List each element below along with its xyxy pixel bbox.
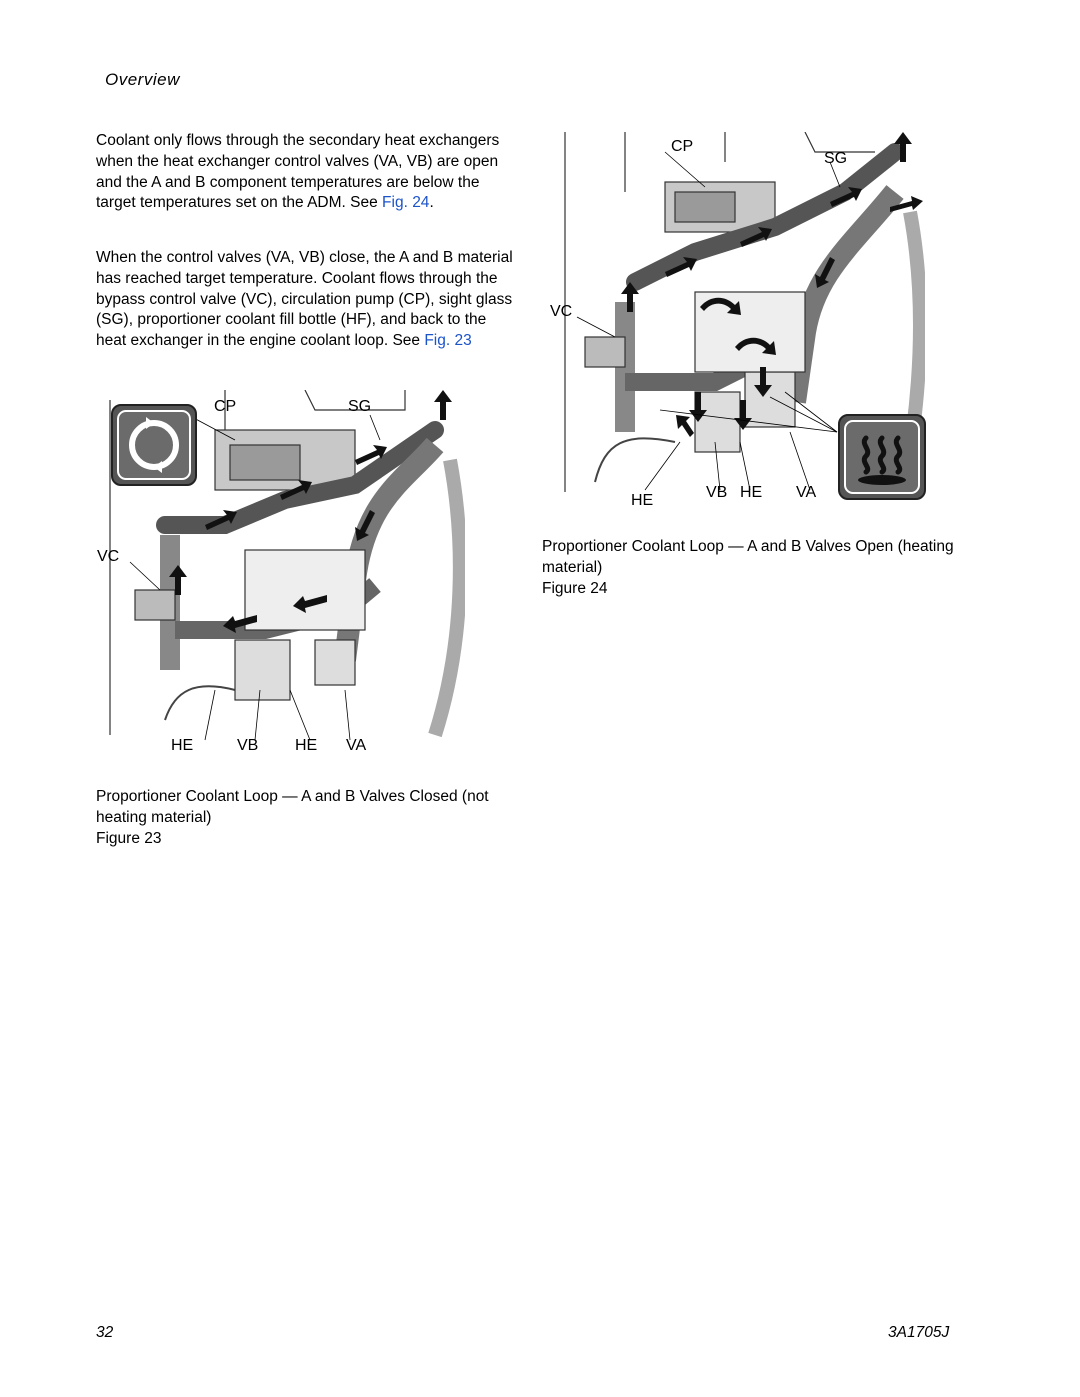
figure-23-caption: Proportioner Coolant Loop — A and B Valv… [96,788,489,826]
paragraph-2-text: When the control valves (VA, VB) close, … [96,249,513,350]
label-cp: CP [214,398,237,415]
label-sg: SG [348,398,372,415]
label-he-2: HE [740,484,763,501]
label-vc: VC [97,548,120,565]
label-vc: VC [550,303,573,320]
label-he-2: HE [295,737,318,754]
paragraph-1-end: . [429,194,434,212]
fig-24-link[interactable]: Fig. 24 [382,194,430,212]
page-number: 32 [96,1324,114,1341]
recirculation-arrows-icon [111,404,197,486]
heat-waves-icon [838,414,926,500]
figure-24-label: Figure 24 [542,580,608,597]
section-title: Overview [105,70,180,89]
label-he-1: HE [171,737,194,754]
label-vb: VB [237,737,259,754]
label-va: VA [346,737,367,754]
figure-23-label: Figure 23 [96,830,162,847]
paragraph-2: When the control valves (VA, VB) close, … [96,248,516,352]
label-sg: SG [824,150,848,167]
label-cp: CP [671,138,694,155]
label-va: VA [796,484,817,501]
fig-23-link[interactable]: Fig. 23 [424,332,472,350]
figure-24: CP SG VC HE VB HE VA [545,131,927,512]
paragraph-1-text: Coolant only flows through the secondary… [96,132,500,212]
figure-23: CP SG VC HE VB HE VA [97,389,467,765]
paragraph-1: Coolant only flows through the secondary… [96,131,516,214]
figure-23-illustration [109,389,467,741]
label-he-1: HE [631,492,654,509]
label-vb: VB [706,484,728,501]
document-id: 3A1705J [888,1324,950,1341]
figure-24-caption: Proportioner Coolant Loop — A and B Valv… [542,538,954,576]
